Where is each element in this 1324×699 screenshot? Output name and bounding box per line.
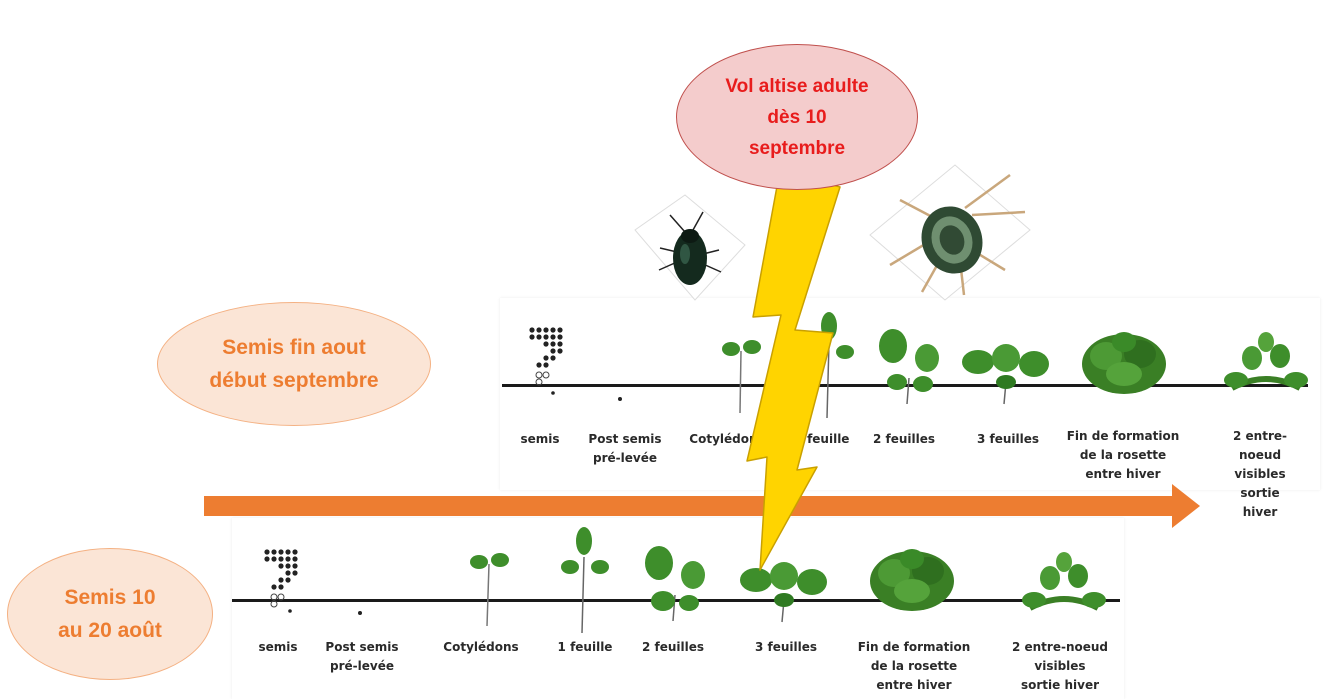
top-stage-label: 2 entre-noeud visibles sortie hiver [1228, 427, 1292, 522]
bottom-sowing-label: Semis 10 au 20 août [7, 548, 213, 680]
seed-icon [617, 396, 623, 402]
seed-icon [527, 325, 567, 395]
top-stage-label: 3 feuilles [977, 430, 1039, 449]
seed-icon [357, 610, 363, 616]
top-sowing-label: Semis fin aout début septembre [157, 302, 431, 426]
plant-icon [560, 527, 610, 635]
plant-icon [1222, 330, 1310, 392]
bottom-stage-label: Cotylédons [443, 638, 518, 657]
plant-icon [877, 328, 941, 406]
adult-flight-callout: Vol altise adulte dès 10 septembre [676, 44, 918, 190]
seedling-icon [470, 550, 510, 628]
arrow-icon [200, 482, 1210, 528]
bottom-stage-label: 1 feuille [558, 638, 613, 657]
seed-icon [262, 547, 302, 617]
flea-beetle-icon [860, 160, 1040, 305]
bottom-stage-label: 2 feuilles [642, 638, 704, 657]
bottom-stage-label: Fin de formation de la rosette entre hiv… [858, 638, 971, 695]
lightning-icon [735, 165, 845, 575]
top-stage-label: Post semis pré-levée [588, 430, 661, 468]
top-stage-label: semis [520, 430, 559, 449]
rosette-icon [868, 545, 956, 617]
top-stage-label: Fin de formation de la rosette entre hiv… [1067, 427, 1180, 484]
bottom-stage-label: 3 feuilles [755, 638, 817, 657]
plant-icon [962, 342, 1050, 406]
plant-icon [643, 545, 707, 623]
plant-icon [1020, 550, 1108, 612]
rosette-icon [1080, 328, 1168, 400]
bottom-stage-label: Post semis pré-levée [325, 638, 398, 676]
top-stage-label: 2 feuilles [873, 430, 935, 449]
bottom-stage-label: 2 entre-noeud visibles sortie hiver [1012, 638, 1108, 695]
bottom-stage-label: semis [258, 638, 297, 657]
